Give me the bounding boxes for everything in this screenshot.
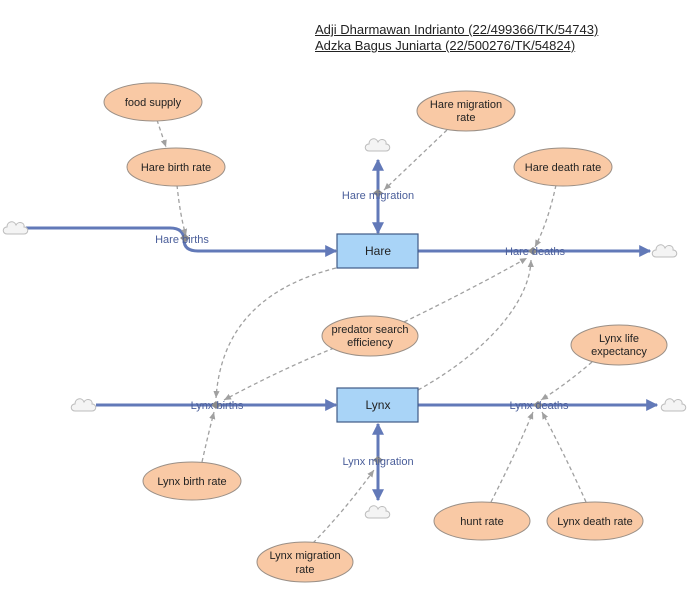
hare-birth-rate-variable[interactable]: Hare birth rate (126, 147, 226, 187)
lynx-migration-rate-label-line-1: Lynx migration (269, 550, 340, 562)
hare-migration-cloud-icon (364, 138, 391, 152)
lynx-migration-rate-variable[interactable]: Lynx migration rate (256, 541, 354, 583)
lynx-death-rate-label: Lynx death rate (557, 516, 632, 528)
hare-stock[interactable]: Hare (336, 233, 419, 269)
hare-deaths-valve-icon (528, 247, 538, 255)
lynx-migration-label: Lynx migration (342, 456, 413, 468)
author-credits: Adji Dharmawan Indrianto (22/499366/TK/5… (315, 22, 598, 54)
link-lynx-to-hare-deaths[interactable] (417, 259, 534, 391)
food-supply-variable[interactable]: food supply (103, 82, 203, 122)
predator-search-efficiency-label-line-2: efficiency (347, 337, 393, 349)
link-lynx-migration-rate-to-lynx-migration[interactable] (312, 469, 375, 544)
predator-search-efficiency-variable[interactable]: predator search efficiency (321, 315, 419, 357)
lynx-stock-label: Lynx (366, 398, 391, 412)
lynx-life-expectancy-label-line-1: Lynx life (599, 333, 639, 345)
hare-migration-rate-label-line-2: rate (457, 112, 476, 124)
link-food-supply-to-hare-birth-rate[interactable] (156, 119, 167, 148)
lynx-deaths-sink-cloud-icon (660, 398, 687, 412)
link-predator-efficiency-to-lynx-births[interactable] (223, 347, 335, 401)
hare-births-valve-icon (180, 234, 190, 242)
link-hare-death-rate-to-hare-deaths[interactable] (534, 184, 557, 248)
hunt-rate-label: hunt rate (460, 516, 503, 528)
lynx-deaths-valve-icon (533, 401, 543, 409)
link-lynx-birth-rate-to-lynx-births[interactable] (201, 411, 216, 463)
hare-death-rate-label: Hare death rate (525, 162, 601, 174)
lynx-deaths-label: Lynx deaths (510, 400, 569, 412)
hare-deaths-flow[interactable]: Hare deaths (505, 246, 565, 258)
hare-migration-flow[interactable]: Hare migration (342, 189, 414, 202)
link-lynx-death-rate-to-lynx-deaths[interactable] (541, 411, 587, 503)
hare-births-label: Hare births (155, 234, 209, 246)
lynx-births-valve-icon (211, 401, 221, 409)
hare-deaths-sink-cloud-icon (651, 244, 678, 258)
hare-birth-rate-label: Hare birth rate (141, 162, 211, 174)
lynx-life-expectancy-variable[interactable]: Lynx life expectancy (570, 324, 668, 366)
lynx-births-flow[interactable]: Lynx births (191, 400, 244, 412)
link-hare-migration-rate-to-hare-migration[interactable] (383, 129, 448, 191)
food-supply-label: food supply (125, 97, 182, 109)
link-hare-birth-rate-to-hare-births[interactable] (176, 184, 188, 237)
lynx-migration-valve-icon (373, 456, 383, 464)
lynx-birth-rate-variable[interactable]: Lynx birth rate (142, 461, 242, 501)
lynx-migration-flow[interactable]: Lynx migration (342, 456, 414, 468)
hunt-rate-variable[interactable]: hunt rate (433, 501, 531, 541)
hare-migration-rate-variable[interactable]: Hare migration rate (416, 90, 516, 132)
hare-migration-label: Hare migration (342, 190, 414, 202)
lynx-migration-rate-label-line-2: rate (296, 564, 315, 576)
lynx-birth-rate-label: Lynx birth rate (157, 476, 226, 488)
lynx-stock[interactable]: Lynx (336, 387, 419, 423)
lynx-deaths-flow[interactable]: Lynx deaths (510, 400, 569, 412)
author-line-2: Adzka Bagus Juniarta (22/500276/TK/54824… (315, 38, 576, 53)
lynx-life-expectancy-label-line-2: expectancy (591, 346, 647, 358)
hare-deaths-label: Hare deaths (505, 246, 565, 258)
lynx-migration-cloud-icon (364, 505, 391, 519)
link-lynx-life-expectancy-to-lynx-deaths[interactable] (540, 361, 593, 401)
hare-births-flow[interactable]: Hare births (155, 234, 209, 246)
author-line-1: Adji Dharmawan Indrianto (22/499366/TK/5… (315, 22, 599, 37)
hare-migration-valve-icon (373, 189, 383, 197)
lynx-births-label: Lynx births (191, 400, 244, 412)
lynx-death-rate-variable[interactable]: Lynx death rate (546, 501, 644, 541)
link-hunt-rate-to-lynx-deaths[interactable] (490, 411, 534, 503)
hare-stock-label: Hare (365, 244, 391, 258)
hare-migration-rate-label-line-1: Hare migration (430, 99, 502, 111)
hare-births-source-cloud-icon (2, 221, 29, 235)
hare-death-rate-variable[interactable]: Hare death rate (513, 147, 613, 187)
link-hare-to-lynx-births[interactable] (213, 267, 337, 399)
link-predator-efficiency-to-hare-deaths[interactable] (403, 257, 528, 323)
lynx-births-source-cloud-icon (70, 398, 97, 412)
predator-search-efficiency-label-line-1: predator search (331, 324, 408, 336)
